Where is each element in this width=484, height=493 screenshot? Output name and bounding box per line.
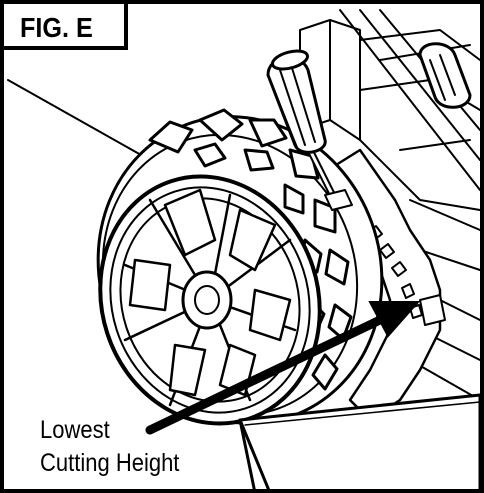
figure-label: FIG. E: [20, 12, 93, 43]
mower-deck-edge: [238, 393, 482, 493]
callout-line-2: Cutting Height: [40, 448, 180, 478]
callout-line-1: Lowest: [40, 415, 110, 445]
arrow-icon: [145, 301, 421, 435]
screwdriver-icon: [266, 49, 353, 211]
figure-label-box: FIG. E: [4, 4, 128, 50]
wheel-rim: [98, 174, 322, 426]
